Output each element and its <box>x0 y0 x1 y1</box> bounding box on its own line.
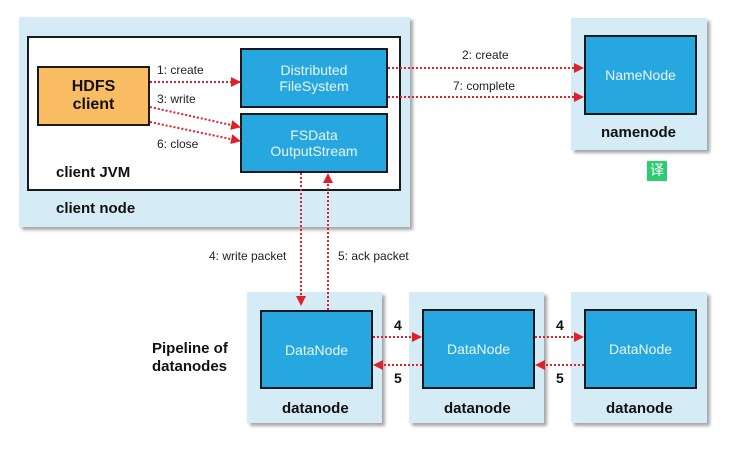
edge-label-6-close: 6: close <box>157 137 199 151</box>
edge-label-7-complete: 7: complete <box>453 79 516 93</box>
namenode-label: namenode <box>601 124 677 141</box>
datanode-box-2[interactable]: DataNode <box>422 309 535 389</box>
client-jvm-label: client JVM <box>56 164 131 181</box>
pipe-label-back-b: 5 <box>556 370 564 386</box>
pipeline-label: Pipeline of datanodes <box>152 340 228 375</box>
namenode-box[interactable]: NameNode <box>584 35 697 115</box>
edge-label-2-create: 2: create <box>462 48 509 62</box>
edge-label-4-write-packet: 4: write packet <box>209 249 287 263</box>
datanode-label-3: datanode <box>606 400 673 417</box>
edge-label-3-write: 3: write <box>157 92 196 106</box>
hdfs-client-box[interactable]: HDFS client <box>37 66 150 126</box>
datanode-box-3[interactable]: DataNode <box>584 309 697 389</box>
client-node-label: client node <box>56 200 136 217</box>
pipe-label-forward-a: 4 <box>394 317 402 333</box>
pipe-label-forward-b: 4 <box>556 317 564 333</box>
datanode-label-1: datanode <box>282 400 349 417</box>
edge-label-5-ack-packet: 5: ack packet <box>338 249 409 263</box>
translate-badge[interactable]: 译 <box>647 161 667 181</box>
datanode-label-2: datanode <box>444 400 511 417</box>
distributed-filesystem-box[interactable]: Distributed FileSystem <box>240 48 388 108</box>
datanode-box-1[interactable]: DataNode <box>260 310 373 389</box>
fsdata-outputstream-box[interactable]: FSData OutputStream <box>240 113 388 173</box>
pipe-label-back-a: 5 <box>394 370 402 386</box>
edge-label-1-create: 1: create <box>157 63 204 77</box>
